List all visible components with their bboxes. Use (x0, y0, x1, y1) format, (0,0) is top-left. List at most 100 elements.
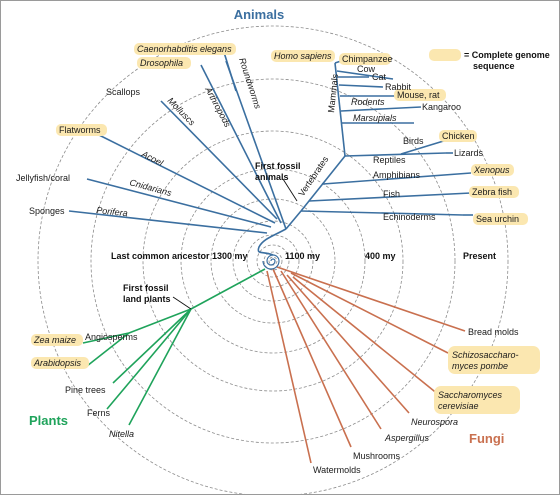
legend-swatch (429, 49, 461, 61)
label-angiosperms: Angiosperms (85, 332, 138, 342)
highlight-drosophila (137, 57, 191, 69)
branch-nitella (128, 308, 192, 426)
label-urchin: Sea urchin (476, 214, 519, 224)
label-caenorhabditis: Caenorhabditis elegans (137, 44, 232, 54)
highlight-homo (271, 50, 335, 62)
branch-arabidopsis (86, 332, 130, 367)
highlight-saccharomyces (434, 386, 520, 414)
label-watermolds: Watermolds (313, 465, 361, 475)
time-ring-present (37, 25, 509, 494)
group-title-fungi: Fungi (469, 431, 504, 446)
branch-kangaroo (340, 106, 422, 112)
timeline-400-label: 400 my (365, 251, 396, 261)
branch-schizosaccharomyces (290, 272, 449, 354)
clade-mammals: Mammals (326, 73, 340, 113)
timeline-lca-label: Last common ancestor 1300 my (111, 251, 248, 261)
time-ring (263, 251, 283, 271)
fossil-animals-label-1: First fossil (255, 161, 301, 171)
label-jellyfish: Jellyfish/coral (16, 173, 70, 183)
fossil-animals-pointer (282, 178, 298, 202)
time-ring (210, 198, 336, 324)
time-ring-400 (90, 78, 456, 444)
label-xenopus: Xenopus (473, 165, 510, 175)
label-arabidopsis: Arabidopsis (33, 358, 82, 368)
branch-ferns (106, 308, 192, 410)
branch-acoel (90, 130, 276, 224)
timeline-present-label: Present (463, 251, 496, 261)
clade-echinoderms: Echinoderms (383, 212, 436, 222)
branch-pine (112, 308, 192, 384)
label-cow: Cow (357, 64, 376, 74)
branch-zea (82, 332, 130, 344)
clade-rodents: Rodents (351, 97, 385, 107)
highlight-zea (31, 334, 83, 346)
branch-mammals (334, 62, 346, 157)
clade-porifera: Porifera (96, 205, 128, 218)
clade-arthropods: Arthropods (203, 84, 233, 129)
legend-line-2: sequence (473, 61, 515, 71)
branch-neurospora (286, 274, 410, 414)
group-title-plants: Plants (29, 413, 68, 428)
label-sponges: Sponges (29, 206, 65, 216)
label-sacch-2: cerevisiae (438, 401, 479, 411)
clade-marsupials: Marsupials (353, 113, 397, 123)
origin-spiral (262, 254, 280, 270)
label-chimpanzee: Chimpanzee (342, 54, 393, 64)
label-chicken: Chicken (442, 131, 475, 141)
highlight-arabidopsis (31, 357, 89, 369)
label-drosophila: Drosophila (140, 58, 183, 68)
label-rabbit: Rabbit (385, 82, 412, 92)
fossil-plants-label-1: First fossil (123, 283, 169, 293)
label-aspergillus: Aspergillus (384, 433, 430, 443)
branch-zebrafish (308, 192, 472, 202)
label-scallops: Scallops (106, 87, 141, 97)
branch-cow (336, 70, 394, 80)
highlight-mouse (394, 89, 446, 101)
fossil-plants-pointer (172, 296, 192, 310)
label-zea: Zea maize (33, 335, 76, 345)
plant-branches (82, 268, 266, 426)
fossil-plants-label-2: land plants (123, 294, 171, 304)
highlight-zebrafish (469, 186, 519, 198)
highlight-chicken (439, 130, 477, 142)
clade-vertebrates: Vertebrates (296, 154, 330, 198)
label-schizo-2: myces pombe (452, 361, 508, 371)
branch-porifera (68, 210, 268, 234)
time-ring (142, 130, 404, 392)
label-birds: Birds (403, 136, 424, 146)
branch-plant-stem (190, 268, 266, 310)
branch-echinoderms (300, 210, 464, 216)
branch-caenorhabditis (222, 48, 237, 92)
clade-reptiles: Reptiles (373, 155, 406, 165)
label-homo: Homo sapiens (274, 51, 332, 61)
label-pine: Pine trees (65, 385, 106, 395)
branch-reptiles-birds (344, 152, 447, 157)
fossil-animals-label-2: animals (255, 172, 289, 182)
label-zebrafish: Zebra fish (472, 187, 512, 197)
label-mouse: Mouse, rat (397, 90, 440, 100)
highlight-flatworms (56, 124, 107, 136)
highlight-schizosaccharomyces (448, 346, 540, 374)
branch-rabbit (338, 84, 384, 88)
legend-line-1: = Complete genome (464, 50, 550, 60)
label-mushrooms: Mushrooms (353, 451, 401, 461)
label-neurospora: Neurospora (411, 417, 458, 427)
branch-bread-molds (276, 266, 466, 332)
branch-molluscs (160, 100, 278, 220)
branch-mushrooms (272, 268, 352, 448)
label-kangaroo: Kangaroo (422, 102, 461, 112)
highlight-xenopus (471, 164, 514, 176)
animal-root-spiral (257, 228, 287, 256)
branch-xenopus (322, 172, 472, 185)
time-ring (268, 256, 278, 266)
branch-angiosperms (128, 308, 192, 334)
fungi-branches (266, 266, 466, 464)
label-lizards: Lizards (454, 148, 484, 158)
label-cat: Cat (372, 72, 387, 82)
branch-cnidarians (86, 178, 272, 228)
label-nitella: Nitella (109, 429, 134, 439)
time-rings (37, 25, 509, 494)
label-flatworms: Flatworms (59, 125, 101, 135)
clade-amphibians: Amphibians (373, 170, 421, 180)
